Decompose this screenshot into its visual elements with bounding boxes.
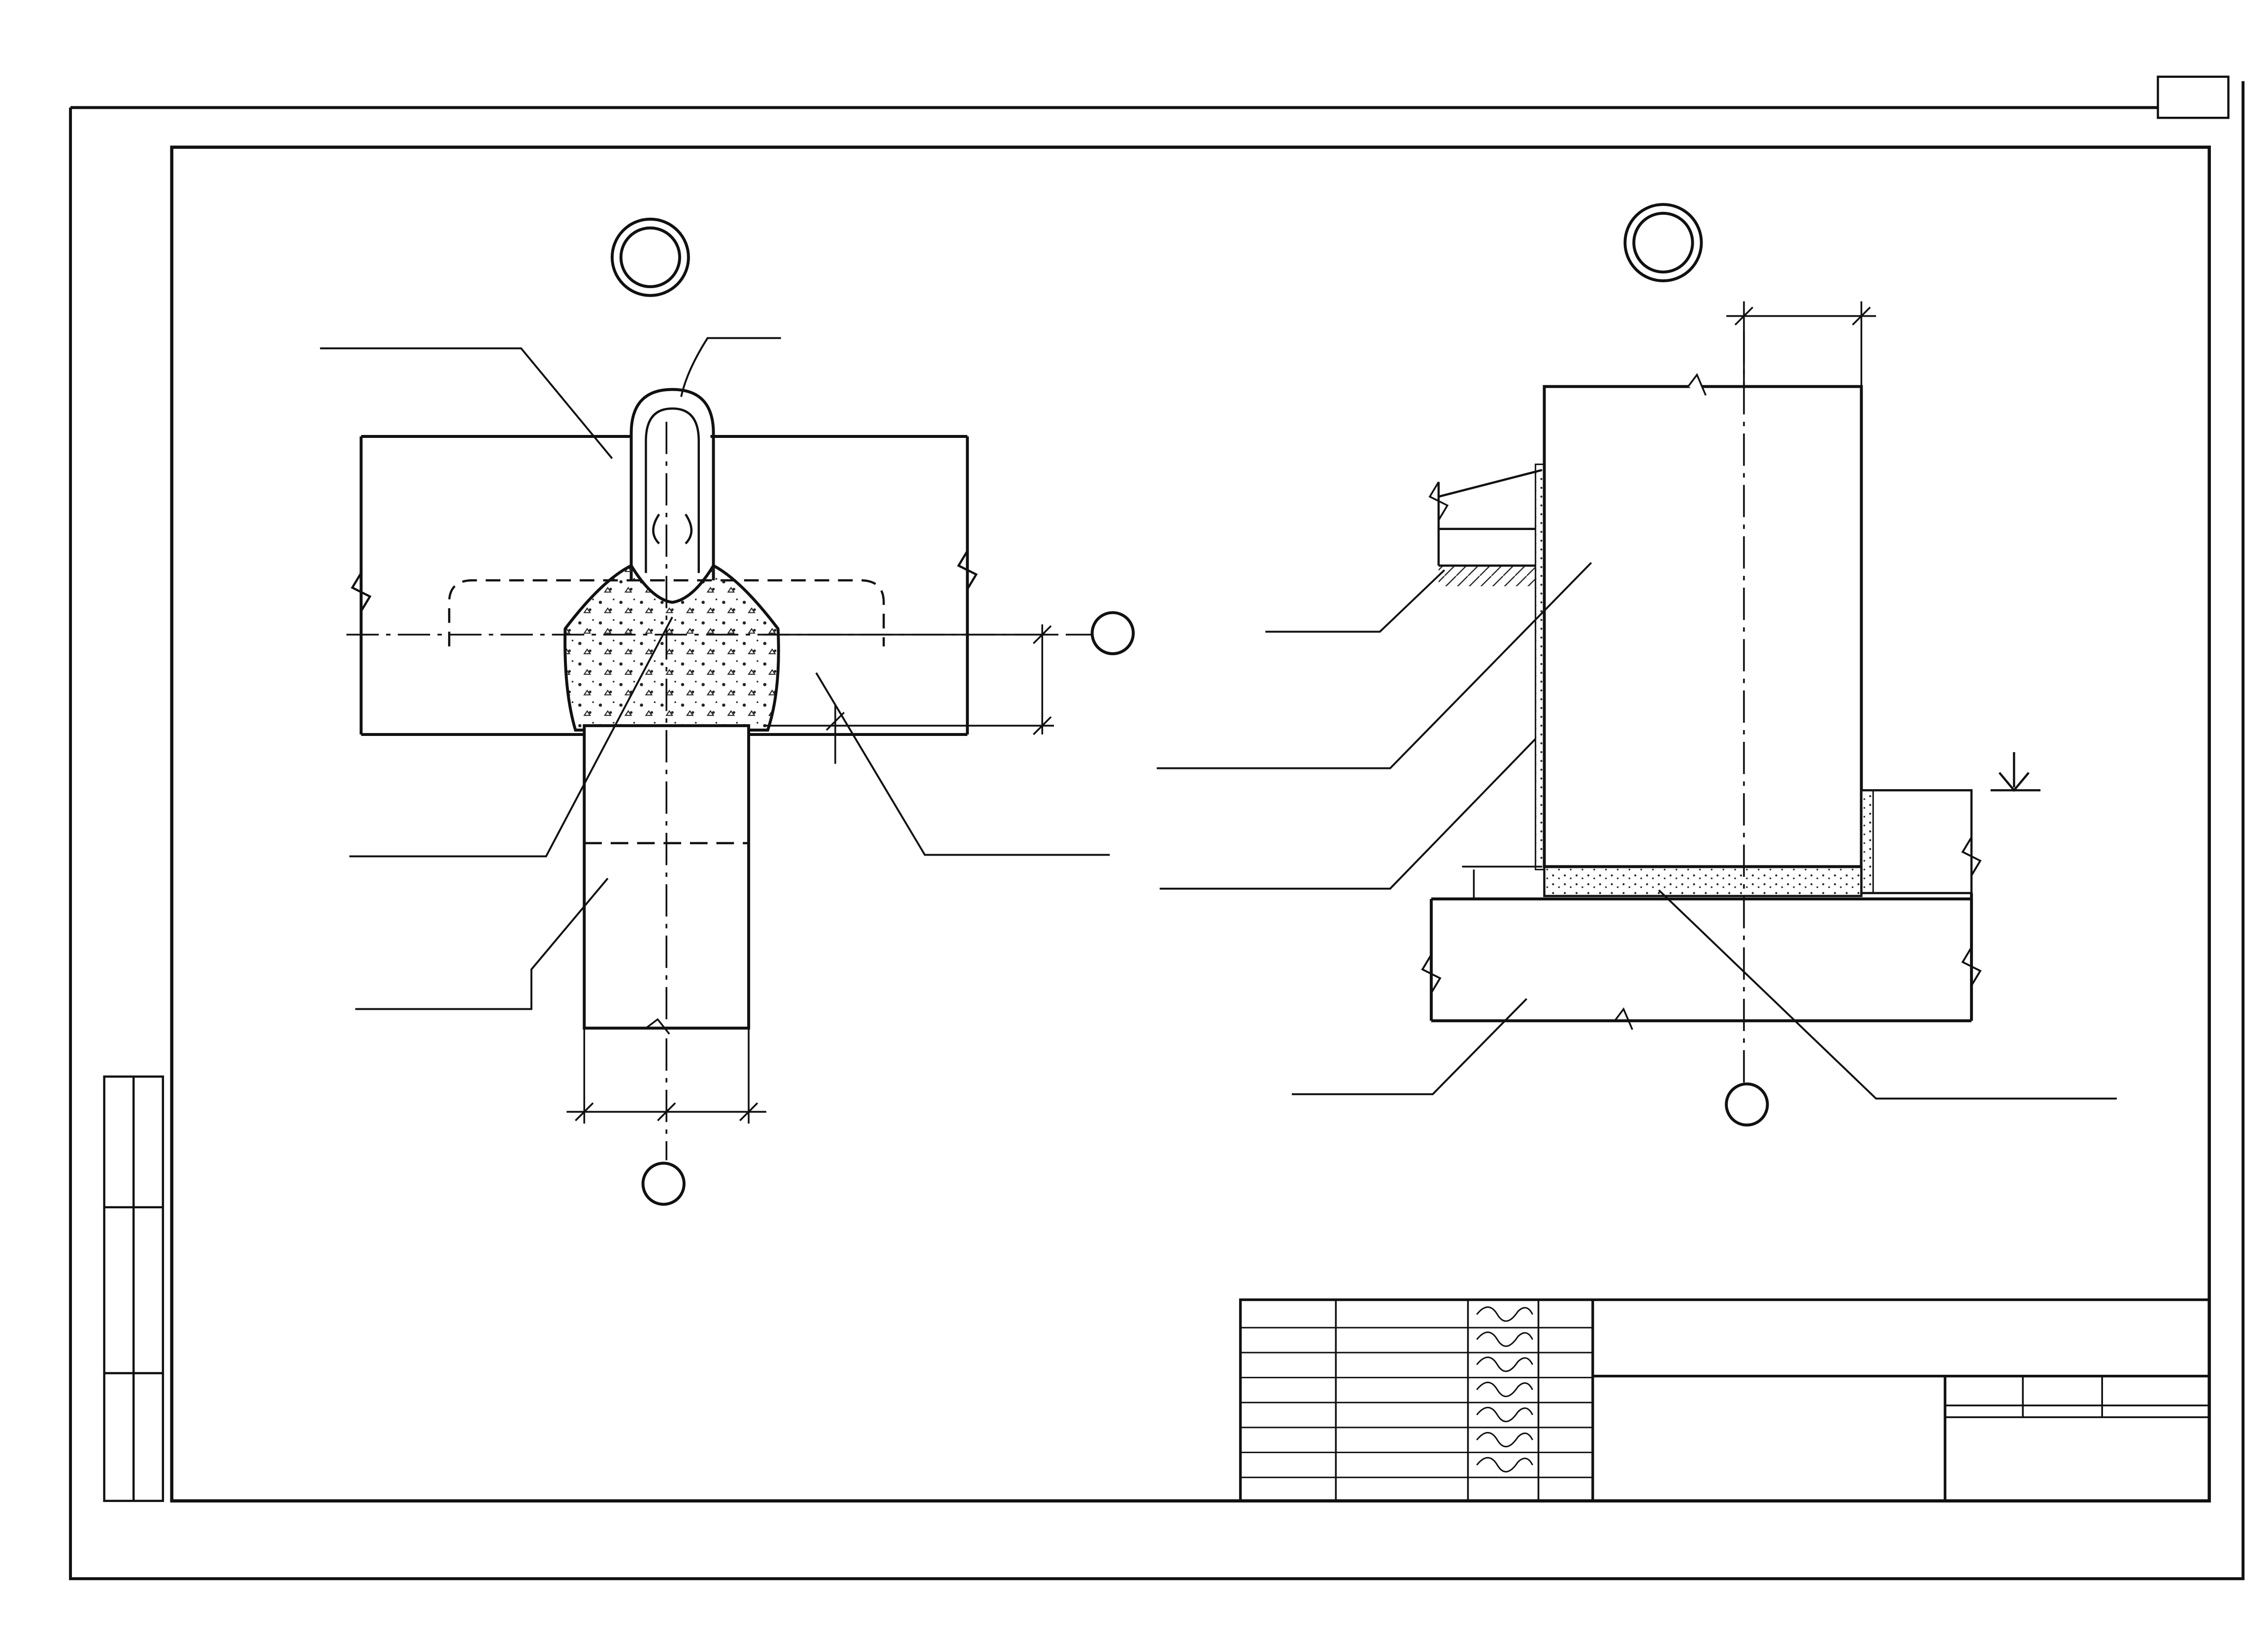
signature-scribble [1476, 1306, 1534, 1322]
basement-level-mark [1990, 752, 2041, 792]
signature-scribble [1476, 1331, 1534, 1347]
joint-profile [629, 388, 715, 581]
node-4-marker [1623, 203, 1703, 283]
blind-area [1428, 469, 1542, 587]
node-4 [1156, 203, 2117, 1127]
sheet-frame [69, 75, 2245, 1580]
leaders-node-3 [320, 337, 1110, 1010]
plinth-panel [1543, 385, 1863, 868]
axis-bubble-node-4 [1725, 1082, 1769, 1127]
title-block [1239, 1298, 2211, 1502]
axis-bubble-right [1090, 611, 1135, 656]
dimension-lines-node-3 [566, 624, 1054, 1124]
node-3 [320, 217, 1135, 1206]
basement-floor-slab [1860, 789, 1973, 895]
signature-scribble [1476, 1356, 1534, 1372]
leaders-node-4 [1156, 562, 2117, 1100]
signature-scribble [1476, 1431, 1534, 1448]
concrete-fill [563, 564, 780, 732]
signature-scribble [1476, 1457, 1534, 1473]
signature-scribble [1476, 1381, 1534, 1397]
mortar-bed [1543, 865, 1863, 898]
node-3-marker [610, 217, 690, 297]
bitumen-coating [1535, 464, 1545, 870]
title-block-rows [1476, 1306, 1534, 1473]
interior-contour [448, 579, 885, 647]
foundation-outline [1421, 893, 1982, 1030]
axis-bubble-bottom [641, 1162, 686, 1206]
side-stamp [103, 1075, 164, 1502]
outer-wall-panel-outline [351, 435, 978, 736]
signature-scribble [1476, 1406, 1534, 1423]
